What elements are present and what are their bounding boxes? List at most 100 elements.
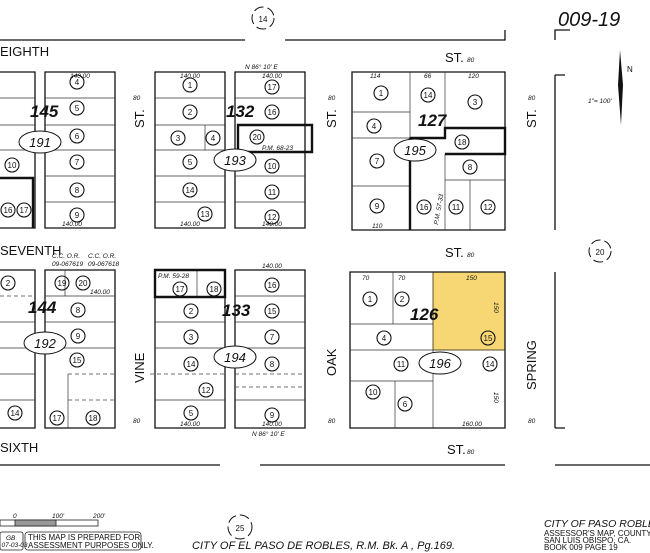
- parcel-number[interactable]: 2: [6, 279, 11, 288]
- parcel-number[interactable]: 14: [186, 186, 195, 195]
- parcel-number[interactable]: 12: [202, 386, 211, 395]
- adjacent-page-top-circle[interactable]: [251, 6, 275, 30]
- adjacent-page-bottom[interactable]: 25: [236, 524, 245, 533]
- parcel-circle[interactable]: [69, 352, 85, 368]
- parcel-circle[interactable]: [264, 184, 280, 200]
- parcel-circle[interactable]: [454, 134, 470, 150]
- parcel-number[interactable]: 1: [368, 295, 373, 304]
- parcel-number[interactable]: 5: [188, 158, 193, 167]
- parcel-circle[interactable]: [264, 407, 280, 423]
- parcel-circle[interactable]: [198, 382, 214, 398]
- assessor-block-number[interactable]: 196: [429, 356, 451, 371]
- parcel-circle[interactable]: [376, 330, 392, 346]
- parcel-number[interactable]: 9: [270, 411, 275, 420]
- parcel-circle[interactable]: [182, 154, 198, 170]
- parcel-number[interactable]: 11: [452, 203, 461, 212]
- parcel-circle[interactable]: [362, 291, 378, 307]
- adjacent-page-right-circle[interactable]: [588, 239, 612, 263]
- assessor-block-number[interactable]: 191: [29, 135, 51, 150]
- parcel-number[interactable]: 10: [8, 161, 17, 170]
- parcel-number[interactable]: 18: [89, 414, 98, 423]
- parcel-number[interactable]: 16: [4, 206, 13, 215]
- parcel-circle[interactable]: [264, 356, 280, 372]
- parcel-circle[interactable]: [69, 154, 85, 170]
- parcel-circle[interactable]: [264, 303, 280, 319]
- parcel-number[interactable]: 7: [75, 158, 80, 167]
- parcel-number[interactable]: 14: [187, 360, 196, 369]
- parcel-circle[interactable]: [172, 281, 188, 297]
- parcel-number[interactable]: 1: [188, 81, 193, 90]
- parcel-number[interactable]: 8: [75, 186, 80, 195]
- parcel-number[interactable]: 2: [188, 108, 193, 117]
- parcel-number[interactable]: 13: [201, 210, 210, 219]
- parcel-number[interactable]: 5: [189, 409, 194, 418]
- parcel-circle[interactable]: [183, 303, 199, 319]
- parcel-circle[interactable]: [183, 356, 199, 372]
- parcel-circle[interactable]: [0, 275, 16, 291]
- parcel-number[interactable]: 10: [268, 162, 277, 171]
- parcel-circle[interactable]: [393, 356, 409, 372]
- parcel-circle[interactable]: [0, 202, 16, 218]
- parcel-number[interactable]: 11: [397, 360, 406, 369]
- parcel-circle[interactable]: [369, 153, 385, 169]
- parcel-circle[interactable]: [49, 410, 65, 426]
- parcel-circle[interactable]: [183, 405, 199, 421]
- parcel-number[interactable]: 17: [268, 83, 277, 92]
- parcel-circle[interactable]: [264, 104, 280, 120]
- parcel-number[interactable]: 9: [76, 332, 81, 341]
- parcel-circle[interactable]: [369, 198, 385, 214]
- parcel-number[interactable]: 18: [210, 285, 219, 294]
- parcel-number[interactable]: 17: [20, 206, 29, 215]
- parcel-circle[interactable]: [170, 130, 186, 146]
- parcel-circle[interactable]: [69, 74, 85, 90]
- parcel-number[interactable]: 12: [484, 203, 493, 212]
- parcel-number[interactable]: 3: [176, 134, 181, 143]
- parcel-circle[interactable]: [264, 329, 280, 345]
- parcel-number[interactable]: 20: [253, 133, 262, 142]
- parcel-number[interactable]: 8: [270, 360, 275, 369]
- parcel-number[interactable]: 9: [75, 211, 80, 220]
- parcel-circle[interactable]: [264, 277, 280, 293]
- parcel-circle[interactable]: [264, 209, 280, 225]
- parcel-circle[interactable]: [85, 410, 101, 426]
- assessor-block-ellipse[interactable]: [23, 331, 67, 355]
- parcel-number[interactable]: 7: [270, 333, 275, 342]
- parcel-circle[interactable]: [69, 100, 85, 116]
- parcel-number[interactable]: 15: [268, 307, 277, 316]
- parcel-number[interactable]: 3: [189, 333, 194, 342]
- parcel-number[interactable]: 20: [79, 279, 88, 288]
- parcel-circle[interactable]: [416, 199, 432, 215]
- parcel-circle[interactable]: [183, 329, 199, 345]
- parcel-number[interactable]: 15: [484, 334, 493, 343]
- parcel-number[interactable]: 14: [11, 409, 20, 418]
- parcel-circle[interactable]: [264, 79, 280, 95]
- parcel-circle[interactable]: [70, 302, 86, 318]
- parcel-number[interactable]: 7: [375, 157, 380, 166]
- parcel-number[interactable]: 9: [375, 202, 380, 211]
- parcel-number[interactable]: 11: [268, 188, 277, 197]
- parcel-number[interactable]: 16: [268, 281, 277, 290]
- parcel-circle[interactable]: [69, 182, 85, 198]
- parcel-circle[interactable]: [54, 275, 70, 291]
- assessor-block-ellipse[interactable]: [213, 148, 257, 172]
- parcel-number[interactable]: 1: [379, 89, 384, 98]
- parcel-circle[interactable]: [205, 130, 221, 146]
- parcel-number[interactable]: 19: [58, 279, 67, 288]
- parcel-number[interactable]: 4: [211, 134, 216, 143]
- assessor-block-number[interactable]: 195: [404, 143, 426, 158]
- parcel-circle[interactable]: [70, 328, 86, 344]
- assessor-block-number[interactable]: 192: [34, 336, 56, 351]
- parcel-circle[interactable]: [182, 77, 198, 93]
- parcel-number[interactable]: 14: [486, 360, 495, 369]
- parcel-circle[interactable]: [69, 128, 85, 144]
- parcel-circle[interactable]: [16, 202, 32, 218]
- assessor-block-ellipse[interactable]: [213, 345, 257, 369]
- parcel-number[interactable]: 10: [369, 388, 378, 397]
- parcel-circle[interactable]: [206, 281, 222, 297]
- parcel-number[interactable]: 6: [403, 400, 408, 409]
- parcel-number[interactable]: 2: [189, 307, 194, 316]
- parcel-number[interactable]: 14: [424, 91, 433, 100]
- parcel-circle[interactable]: [397, 396, 413, 412]
- parcel-number[interactable]: 8: [468, 163, 473, 172]
- parcel-number[interactable]: 16: [268, 108, 277, 117]
